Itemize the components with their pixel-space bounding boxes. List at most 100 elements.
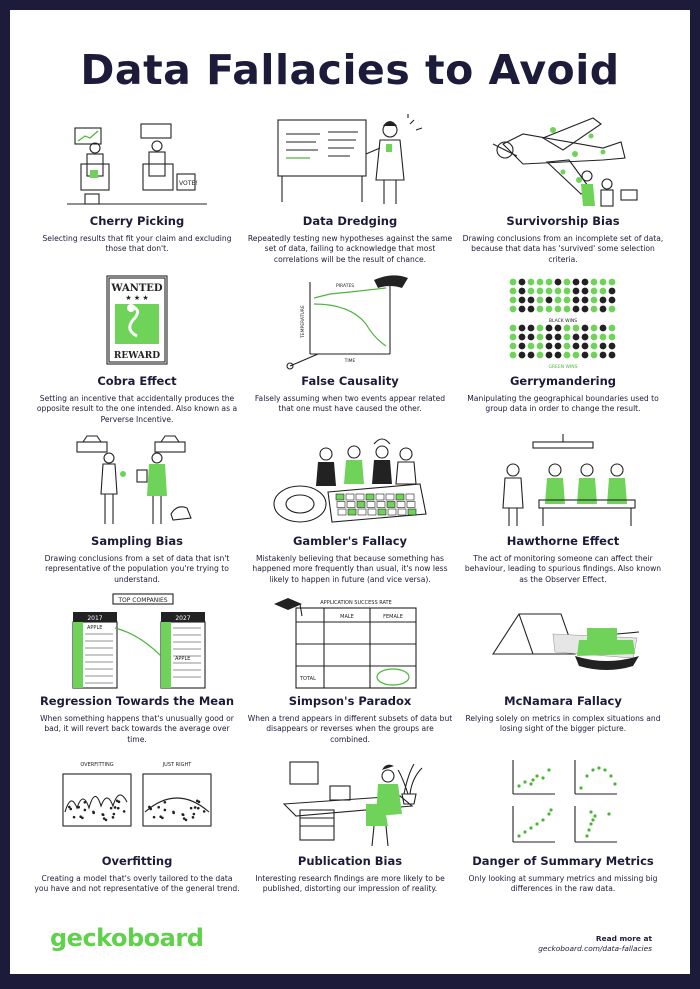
year-2017-text: 2017 bbox=[87, 615, 102, 622]
voter-dot bbox=[554, 287, 562, 295]
fallacy-title: McNamara Fallacy bbox=[504, 694, 622, 708]
voter-dot bbox=[599, 342, 607, 350]
data-point bbox=[517, 834, 521, 838]
fallacy-title: Cobra Effect bbox=[97, 374, 177, 388]
data-point bbox=[152, 815, 156, 819]
year-2027-text: 2027 bbox=[175, 615, 190, 622]
regression-towards-the-mean-illustration: TOP COMPANIES 2017 2027 APPLE APPLE bbox=[72, 593, 206, 689]
fallacy-title: Gambler's Fallacy bbox=[292, 534, 408, 548]
reward-text: REWARD bbox=[114, 351, 160, 361]
voter-dot bbox=[536, 305, 544, 313]
time-axis-text: TIME bbox=[344, 358, 356, 364]
fallacy-description: Repeatedly testing new hypotheses agains… bbox=[247, 234, 453, 264]
fallacy-card-danger-of-summary-metrics: Danger of Summary Metrics Only looking a… bbox=[460, 754, 666, 914]
voter-dot bbox=[545, 287, 553, 295]
sampling-bias-illustration bbox=[76, 435, 192, 524]
fallacy-card-cobra-effect: WANTED ★ ★ ★ REWARD Cobra Effect Setting… bbox=[34, 274, 240, 434]
top-companies-text: TOP COMPANIES bbox=[117, 597, 167, 604]
apple-2027-text: APPLE bbox=[175, 656, 190, 662]
data-point bbox=[609, 774, 613, 778]
fallacy-description: Setting an incentive that accidentally p… bbox=[36, 394, 238, 424]
voter-dot bbox=[536, 333, 544, 341]
fallacy-title: Publication Bias bbox=[297, 854, 403, 868]
betting-cell bbox=[397, 508, 407, 516]
voter-dot bbox=[581, 287, 589, 295]
voter-dot bbox=[509, 305, 517, 313]
fallacy-description: When a trend appears in different subset… bbox=[247, 714, 453, 744]
voter-dot bbox=[572, 342, 580, 350]
betting-cell bbox=[345, 493, 355, 501]
fallacy-description: When something happens that's unusually … bbox=[40, 714, 234, 744]
voter-dot bbox=[545, 296, 553, 304]
publication-bias-illustration bbox=[282, 761, 423, 847]
data-point bbox=[585, 834, 589, 838]
fallacy-description: Falsely assuming when two events appear … bbox=[254, 394, 446, 414]
just-right-label-text: JUST RIGHT bbox=[162, 762, 193, 768]
data-point bbox=[68, 805, 71, 809]
gerrymandering-illustration: BLACK WINS GREEN WINS bbox=[509, 278, 616, 370]
data-point bbox=[593, 814, 597, 818]
betting-cell bbox=[407, 508, 417, 516]
betting-cell bbox=[386, 501, 396, 508]
fallacy-description: Drawing conclusions from an incomplete s… bbox=[462, 234, 664, 264]
voter-dot bbox=[527, 305, 535, 313]
simpsons-paradox-illustration: APPLICATION SUCCESS RATE MALE FEMALE TOT… bbox=[274, 598, 417, 689]
data-point bbox=[77, 805, 80, 809]
stars-text: ★ ★ ★ bbox=[125, 294, 148, 302]
data-point bbox=[191, 816, 195, 819]
voter-dot bbox=[590, 351, 598, 359]
voter-dot bbox=[608, 296, 616, 304]
betting-cell bbox=[405, 493, 415, 501]
fallacy-title: Hawthorne Effect bbox=[506, 534, 620, 548]
female-column-text: FEMALE bbox=[383, 614, 403, 620]
hawthorne-effect-illustration bbox=[502, 434, 636, 526]
male-column-text: MALE bbox=[340, 614, 354, 620]
data-point bbox=[192, 812, 196, 816]
data-point bbox=[182, 817, 186, 820]
vote-sign-text: VOTE! bbox=[179, 180, 198, 187]
fallacy-card-gamblers-fallacy: Gambler's Fallacy Mistakenly believing t… bbox=[247, 434, 453, 594]
read-more-label: Read more at bbox=[595, 934, 652, 943]
fallacy-description: Interesting research findings are more l… bbox=[255, 874, 445, 894]
data-point bbox=[81, 816, 84, 820]
data-point bbox=[529, 782, 533, 786]
read-more-link[interactable]: geckoboard.com/data-fallacies bbox=[538, 944, 652, 953]
fallacy-title: Gerrymandering bbox=[509, 374, 617, 388]
fallacy-card-data-dredging: Data Dredging Repeatedly testing new hyp… bbox=[247, 114, 453, 274]
betting-cell bbox=[395, 493, 405, 501]
voter-dot bbox=[545, 342, 553, 350]
data-point bbox=[531, 778, 535, 782]
data-point bbox=[587, 828, 591, 832]
mcnamara-fallacy-illustration bbox=[491, 613, 640, 670]
betting-cell bbox=[357, 508, 367, 516]
voter-dot bbox=[545, 324, 553, 332]
data-point bbox=[69, 807, 73, 811]
data-point bbox=[579, 786, 583, 790]
green-wins-text: GREEN WINS bbox=[548, 364, 577, 370]
data-point bbox=[196, 806, 200, 810]
voter-dot bbox=[509, 333, 517, 341]
voter-dot bbox=[518, 287, 526, 295]
voter-dot bbox=[554, 351, 562, 359]
fallacy-card-gerrymandering: BLACK WINS GREEN WINS Gerrymandering Man… bbox=[460, 274, 666, 434]
fallacy-description: Only looking at summary metrics and miss… bbox=[468, 874, 658, 894]
data-point bbox=[102, 817, 106, 820]
voter-dot bbox=[518, 324, 526, 332]
voter-dot bbox=[518, 296, 526, 304]
betting-cell bbox=[385, 493, 395, 501]
voter-dot bbox=[518, 351, 526, 359]
data-point bbox=[597, 766, 601, 770]
voter-dot bbox=[590, 296, 598, 304]
data-point bbox=[549, 808, 553, 812]
voter-dot bbox=[545, 278, 553, 286]
voter-dot bbox=[590, 333, 598, 341]
fallacy-title: Sampling Bias bbox=[91, 534, 183, 548]
data-point bbox=[117, 800, 121, 804]
fallacy-title: Danger of Summary Metrics bbox=[472, 854, 654, 868]
data-point bbox=[202, 810, 206, 813]
voter-dot bbox=[563, 287, 571, 295]
voter-dot bbox=[590, 287, 598, 295]
fallacy-title: Cherry Picking bbox=[89, 214, 185, 228]
read-more: Read more at geckoboard.com/data-fallaci… bbox=[538, 934, 652, 954]
voter-dot bbox=[608, 305, 616, 313]
